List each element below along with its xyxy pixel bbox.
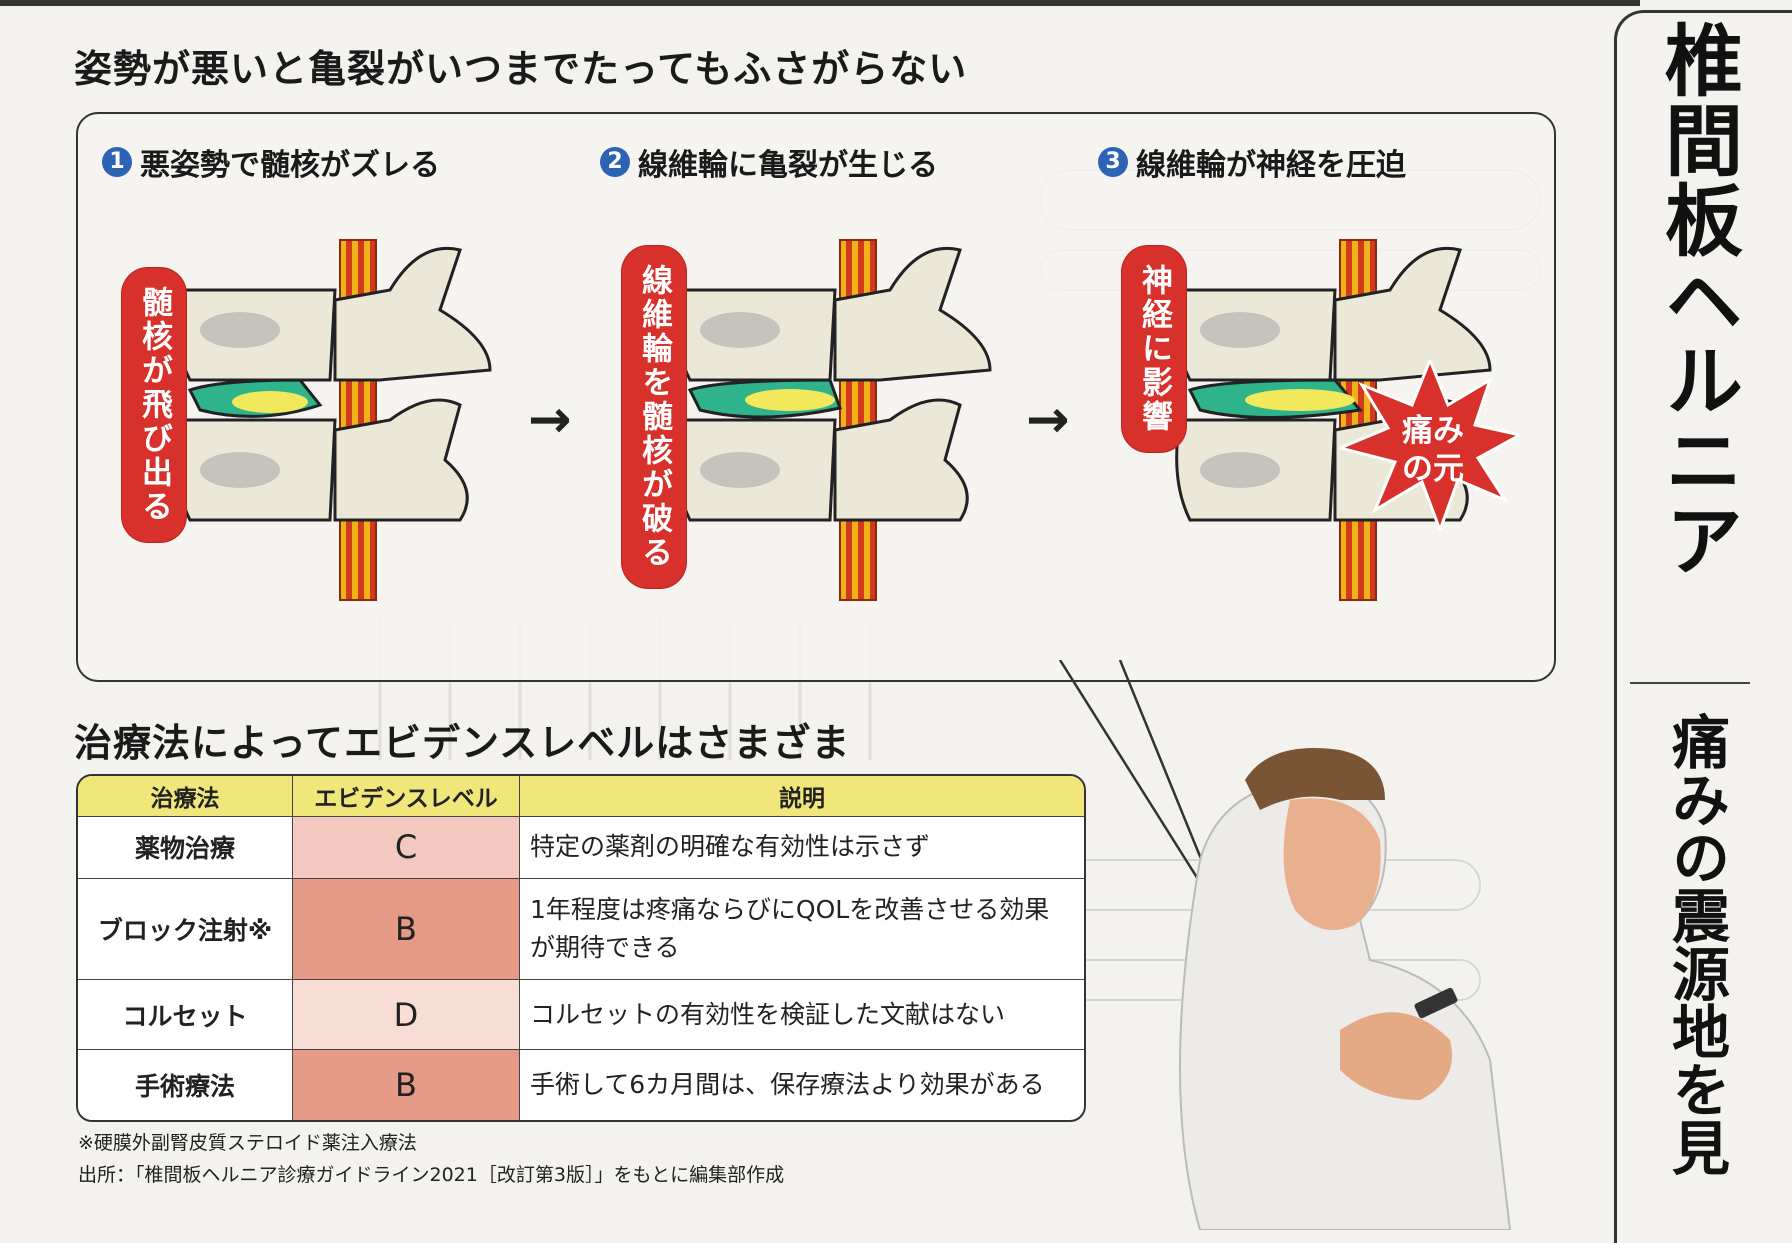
step-2-title: 2 線維輪に亀裂が生じる: [600, 140, 938, 184]
step-2-label: 線維輪に亀裂が生じる: [638, 148, 938, 183]
table-row: 薬物治療 C 特定の薬剤の明確な有効性は示さず: [78, 816, 1084, 879]
side-title: 椎間板ヘルニア: [1652, 20, 1742, 580]
callout-step-1: 髄核が飛び出る: [122, 268, 186, 542]
step-1-number: 1: [102, 147, 132, 177]
row-4-description: 手術して6カ月間は、保存療法より効果がある: [530, 1070, 1045, 1100]
table-header-evidence: エビデンスレベル: [292, 776, 520, 817]
spine-illustration-1: [175, 239, 492, 601]
step-3-number: 3: [1098, 147, 1128, 177]
arrow-step-2-to-3: →: [1026, 390, 1070, 450]
row-1-level: C: [292, 816, 520, 879]
side-divider: [1630, 682, 1750, 684]
table-footnote: ※硬膜外副腎皮質ステロイド薬注入療法: [78, 1132, 417, 1154]
row-1-treatment: 薬物治療: [78, 816, 293, 879]
spine-illustration-2: [675, 239, 992, 601]
table-row: ブロック注射※ B 1年程度は疼痛ならびにQOLを改善させる効果が期待できる: [78, 878, 1084, 981]
table-header-treatment: 治療法: [78, 776, 293, 817]
row-2-treatment: ブロック注射※: [78, 878, 293, 981]
row-3-treatment: コルセット: [78, 979, 293, 1051]
step-3-title: 3 線維輪が神経を圧迫: [1098, 140, 1406, 184]
table-row: 手術療法 B 手術して6カ月間は、保存療法より効果がある: [78, 1049, 1084, 1120]
table-row: コルセット D コルセットの有効性を検証した文献はない: [78, 979, 1084, 1051]
evidence-table: 治療法 エビデンスレベル 説明 薬物治療 C 特定の薬剤の明確な有効性は示さず …: [76, 774, 1086, 1122]
row-4-level: B: [292, 1049, 520, 1120]
arrow-step-1-to-2: →: [528, 390, 572, 450]
table-source: 出所：「椎間板ヘルニア診療ガイドライン2021［改訂第3版］」をもとに編集部作成: [78, 1164, 785, 1186]
top-rule: [0, 0, 1640, 6]
table-header-description: 説明: [519, 776, 1084, 817]
row-2-description: 1年程度は疼痛ならびにQOLを改善させる効果が期待できる: [519, 878, 1084, 981]
step-2-number: 2: [600, 147, 630, 177]
pain-burst-label: 痛みの元: [1402, 413, 1464, 487]
step-1-label: 悪姿勢で髄核がズレる: [140, 148, 440, 183]
row-3-description: コルセットの有効性を検証した文献はない: [519, 979, 1084, 1051]
row-2-level: B: [292, 878, 520, 981]
row-4-treatment: 手術療法: [78, 1049, 293, 1120]
step-3-label: 線維輪が神経を圧迫: [1136, 148, 1406, 183]
row-1-description: 特定の薬剤の明確な有効性は示さず: [519, 816, 1084, 879]
step-1-title: 1 悪姿勢で髄核がズレる: [102, 140, 440, 184]
callout-step-3: 神経に影響: [1122, 246, 1186, 452]
pain-burst-icon: [1340, 360, 1520, 530]
section-heading-treatment: 治療法によってエビデンスレベルはさまざま: [74, 721, 851, 765]
row-3-level: D: [292, 979, 520, 1051]
side-column-frame: [1614, 10, 1792, 1243]
person-photo: [1058, 660, 1512, 1230]
callout-step-2: 線維輪を髄核が破る: [622, 246, 686, 588]
side-subtitle: 痛みの震源地を見: [1662, 712, 1730, 1176]
section-heading-posture: 姿勢が悪いと亀裂がいつまでたってもふさがらない: [74, 47, 968, 91]
